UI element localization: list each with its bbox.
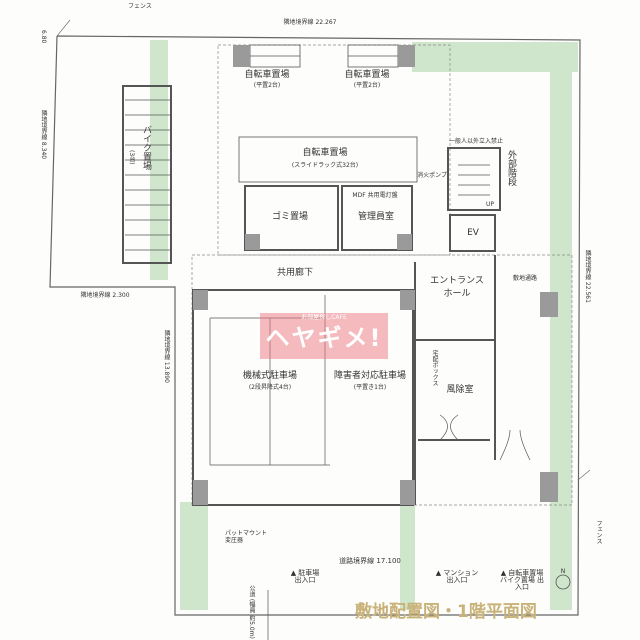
bicycle-parking-1: 自転車置場 <box>244 70 290 80</box>
corridor-label: 共用廊下 <box>276 268 314 278</box>
bicycle-parking-2: 自転車置場 <box>344 70 390 80</box>
site-path-label: 敷地通路 <box>512 275 538 282</box>
road-boundary-label: 道路境界線 17.100 <box>339 557 401 565</box>
vestibule-label: 風除室 <box>446 385 474 395</box>
bicycle-rack-sub: (スライドラック式32台) <box>291 162 359 169</box>
boundary-left-bottom-label: 隣地境界線 2.300 <box>80 292 130 299</box>
bike-parking-lines <box>122 85 172 264</box>
bike-parking-label: バイク置場 <box>141 125 151 170</box>
mechanical-parking-label: 機械式駐車場 <box>242 371 298 381</box>
watermark-small: お部屋探しCAFE <box>301 314 347 321</box>
stairs-note: 一般人以外立入禁止 <box>448 138 504 145</box>
bicycle-parking-1-sub: (平置2台) <box>253 82 281 89</box>
pad-mount-label: パットマウント 変圧器 <box>225 530 268 544</box>
public-road-label: 公道 (幅員 約5.0m) <box>248 585 255 639</box>
outer-stairs-label: 外部階段 <box>506 150 516 186</box>
fence-right-label: フェンス <box>595 520 602 544</box>
boundary-top-label: 隣地境界線 22.267 <box>283 19 337 26</box>
dim-left-top: 6.80 <box>40 30 47 44</box>
accessible-parking-sub: (平置き1台) <box>353 384 387 391</box>
entrance-hall-label: ホール <box>443 289 471 299</box>
drawing-title: 敷地配置図・1階平面図 <box>355 602 537 622</box>
north-arrow: N <box>560 568 566 575</box>
delivery-box-label: 宅配ボックス <box>431 350 438 386</box>
bike-entrance-label: ▲ 自転車置場 バイク置場 出入口 <box>499 569 545 591</box>
bike-parking-sub: (3台) <box>128 150 135 165</box>
mansion-entrance-label: ▲ マンション 出入口 <box>435 569 479 584</box>
bicycle-parking-2-sub: (平置2台) <box>353 82 381 89</box>
accessible-parking-label: 障害者対応駐車場 <box>333 371 407 381</box>
boundary-right-label: 隣地境界線 22.561 <box>584 250 591 303</box>
boundary-left-lower-label: 隣地境界線 13.890 <box>163 330 170 383</box>
manager-room-label: 管理員室 <box>357 212 395 222</box>
mdf-label: MDF 共用電灯盤 <box>352 192 398 199</box>
site-boundary <box>49 19 591 616</box>
entrance-label: エントランス <box>430 276 484 286</box>
bicycle-rack-label: 自転車置場 <box>302 148 348 158</box>
columns <box>193 234 558 505</box>
parking-entrance-label: ▲ 駐車場 出入口 <box>290 569 320 584</box>
boundary-left-label: 隣地境界線 8.340 <box>40 110 47 160</box>
trash-room-label: ゴミ置場 <box>271 212 309 222</box>
ev-label: EV <box>467 228 479 238</box>
watermark-logo: お部屋探しCAFE ヘヤギメ! <box>260 313 388 359</box>
watermark-big: ヘヤギメ! <box>265 324 383 352</box>
fire-pump-label: 消火ポンプ <box>417 172 447 179</box>
fence-label: フェンス <box>128 3 152 10</box>
mechanical-parking-sub: (2段昇降式4台) <box>248 384 292 391</box>
up-label: UP <box>485 201 495 208</box>
